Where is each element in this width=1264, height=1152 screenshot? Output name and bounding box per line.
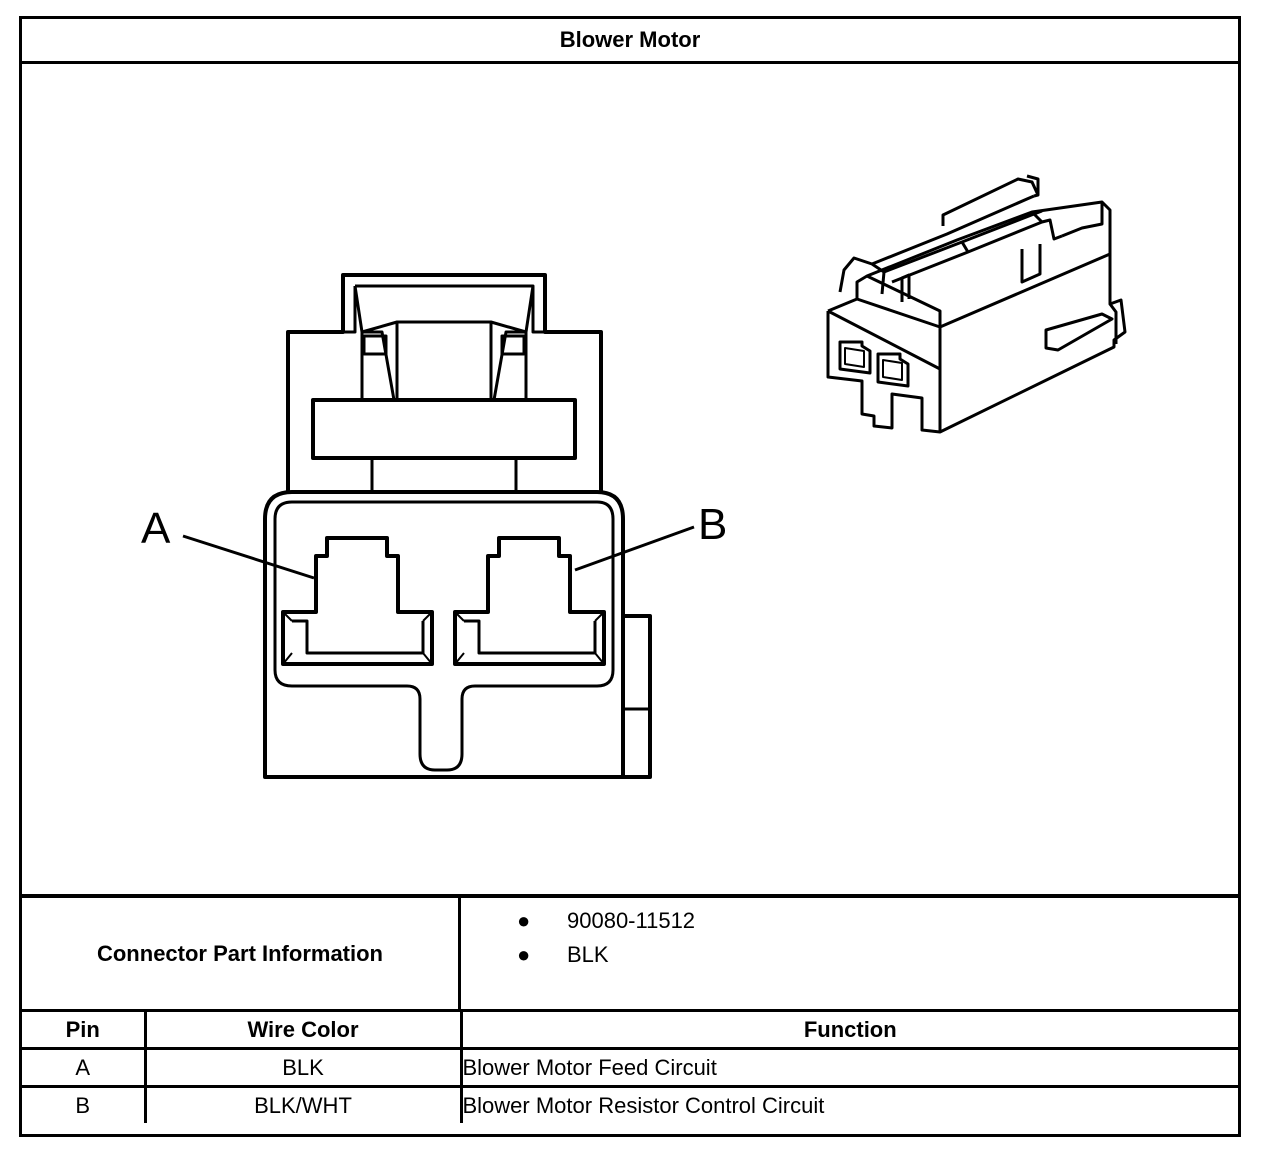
pin-label-a: A xyxy=(141,504,171,553)
bullet-icon: ● xyxy=(517,942,531,967)
leader-line-a xyxy=(182,534,315,580)
cell-pin: A xyxy=(22,1047,147,1088)
cavity-a xyxy=(281,536,434,666)
cell-function: Blower Motor Feed Circuit xyxy=(459,1047,1238,1088)
connector-color: BLK xyxy=(567,942,609,967)
connector-front-view xyxy=(182,273,695,779)
part-number: 90080-11512 xyxy=(567,908,696,933)
page-title: Blower Motor xyxy=(22,19,1238,64)
connector-diagram: A B xyxy=(141,174,1127,779)
leader-line-b xyxy=(574,525,695,572)
connector-drawing-area: A B xyxy=(22,64,1238,894)
table-row: A BLK Blower Motor Feed Circuit xyxy=(22,1047,1238,1088)
list-item: ● BLK xyxy=(461,942,1238,976)
connector-sheet: Blower Motor xyxy=(19,16,1241,1137)
cell-wire-color: BLK/WHT xyxy=(143,1085,463,1123)
cell-pin: B xyxy=(22,1085,147,1123)
table-header-row: Pin Wire Color Function xyxy=(22,1012,1238,1050)
header-wire-color: Wire Color xyxy=(143,1012,463,1050)
connector-upper-body xyxy=(286,273,603,492)
connector-part-info-list: ● 90080-11512 ● BLK xyxy=(461,898,1238,1019)
connector-lower-body xyxy=(263,490,625,779)
pin-table: Pin Wire Color Function A BLK Blower Mot… xyxy=(22,1012,1238,1123)
header-pin: Pin xyxy=(22,1012,147,1050)
cell-wire-color: BLK xyxy=(143,1047,463,1088)
cavity-b xyxy=(453,536,606,666)
header-function: Function xyxy=(459,1012,1238,1050)
connector-part-info-row: Connector Part Information ● 90080-11512… xyxy=(22,894,1238,1012)
list-item: ● 90080-11512 xyxy=(461,908,1238,942)
connector-part-info-label: Connector Part Information xyxy=(22,898,461,1009)
table-row: B BLK/WHT Blower Motor Resistor Control … xyxy=(22,1085,1238,1123)
lock-crossbar xyxy=(311,398,577,460)
cell-function: Blower Motor Resistor Control Circuit xyxy=(459,1085,1238,1123)
bullet-icon: ● xyxy=(517,908,531,933)
pin-label-b: B xyxy=(698,500,727,549)
connector-isometric-view xyxy=(826,174,1127,434)
